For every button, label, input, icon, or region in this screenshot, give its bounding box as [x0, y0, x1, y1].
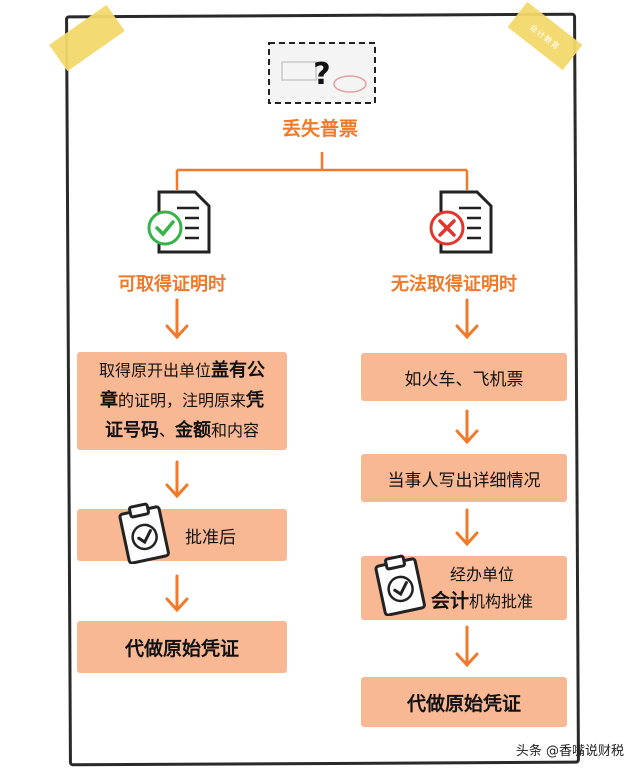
left-final-label: 代做原始凭证: [124, 637, 239, 660]
right-step-ticket: 如火车、飞机票: [361, 353, 567, 401]
right-approval-line2: 机构批准: [469, 592, 534, 611]
cert-bold-3: 凭: [246, 390, 264, 411]
right-step-final: 代做原始凭证: [361, 677, 567, 727]
cert-bold-5: 金额: [174, 420, 211, 441]
cert-bold-1: 盖有公: [211, 360, 265, 381]
left-approved-label: 批准后: [185, 527, 236, 548]
cert-text-4: 和内容: [210, 421, 259, 440]
svg-text:?: ?: [313, 57, 330, 92]
ticket-question-icon: ?: [268, 42, 376, 104]
right-final-label: 代做原始凭证: [406, 692, 521, 715]
cert-bold-4: 证号码: [104, 420, 159, 441]
left-step-certificate: 取得原开出单位盖有公 章的证明，注明原来凭 证号码、金额和内容: [77, 352, 287, 450]
clipboard-check-icon: [118, 502, 170, 564]
cert-text-3: 、: [158, 421, 175, 440]
left-step-approved: 批准后: [77, 509, 287, 561]
watermark: 头条 @香嘴说财税: [515, 744, 624, 759]
document-check-icon: [147, 190, 211, 254]
right-approval-bold: 会计: [431, 590, 470, 612]
clipboard-check-icon: [374, 554, 426, 616]
cert-text-2: 的证明，注明原来: [117, 391, 246, 410]
document-cross-icon: [429, 190, 493, 254]
right-ticket-label: 如火车、飞机票: [404, 369, 524, 390]
right-step-statement: 当事人写出详细情况: [361, 454, 567, 502]
right-heading: 无法取得证明时: [391, 274, 517, 295]
left-step-final: 代做原始凭证: [77, 621, 287, 673]
right-approval-line1: 经办单位: [450, 565, 515, 584]
right-statement-label: 当事人写出详细情况: [387, 470, 541, 491]
cert-bold-2: 章: [99, 390, 118, 411]
left-heading: 可取得证明时: [118, 274, 226, 295]
root-title: 丢失普票: [281, 118, 358, 140]
cert-text-1: 取得原开出单位: [98, 361, 211, 380]
